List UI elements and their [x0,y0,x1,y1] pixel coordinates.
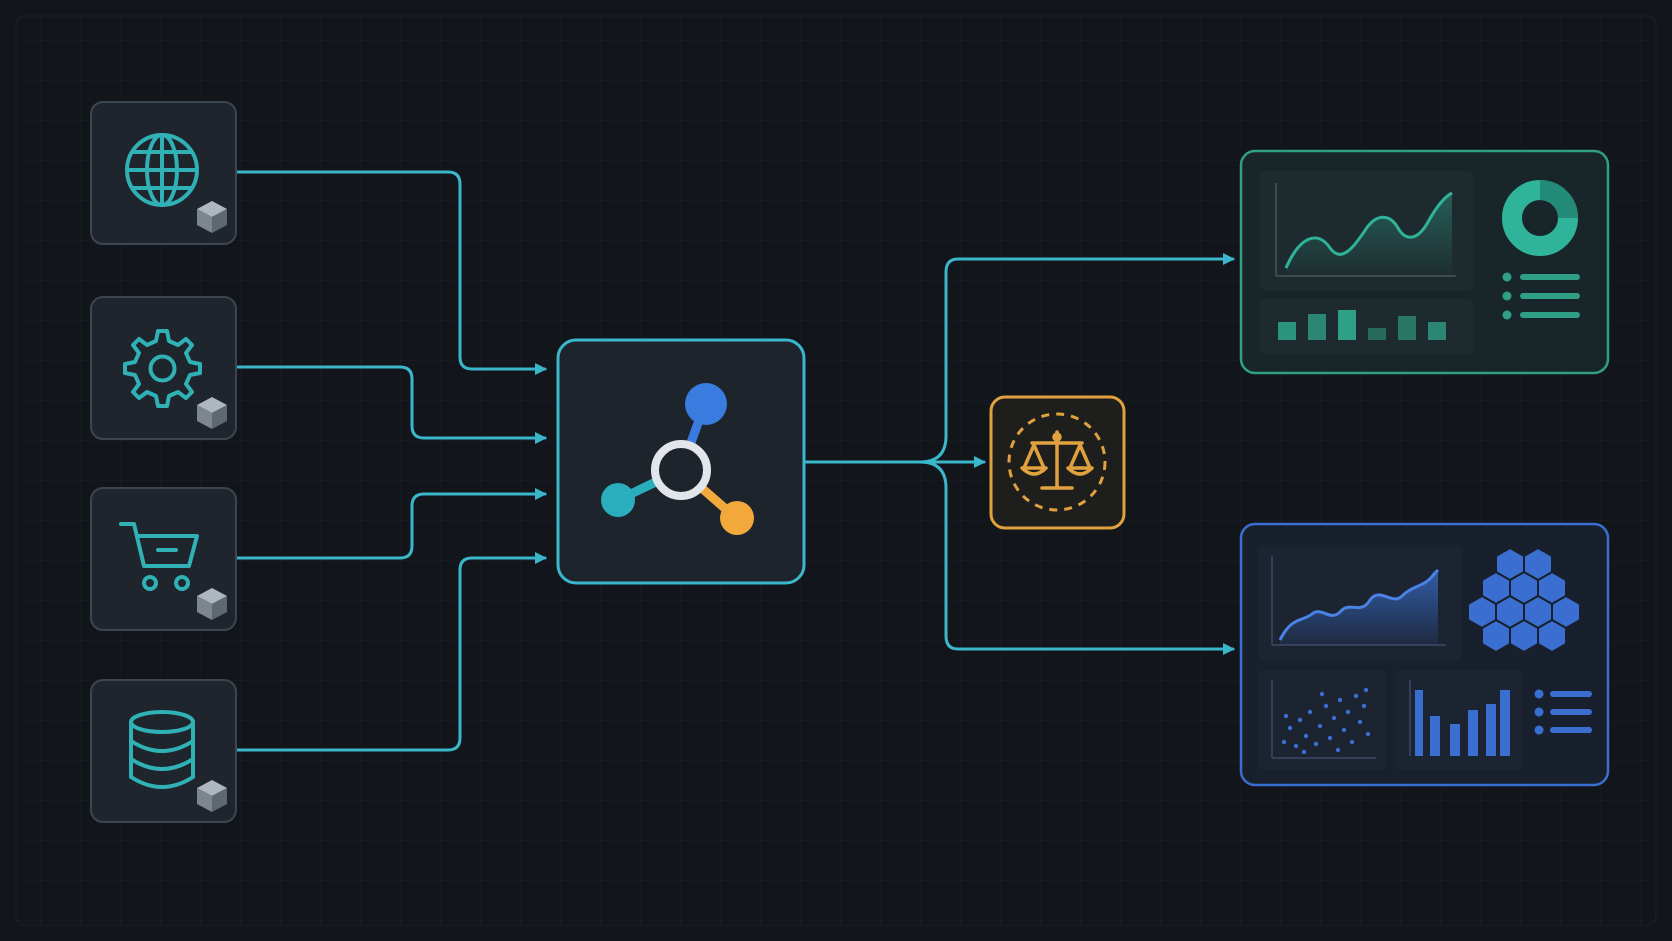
source-box-database[interactable] [90,679,237,823]
bar-chart-panel [1260,299,1474,354]
connector-cart-to-hub [234,488,547,560]
connector-hub-to-green-dashboard [804,253,1235,464]
source-box-cart[interactable] [90,487,237,631]
source-box-frame [90,296,237,440]
source-box-gear[interactable] [90,296,237,440]
legend-list-icon [1534,689,1592,735]
cube-icon [197,588,227,620]
policy-gate-node[interactable] [989,395,1126,530]
donut-chart-icon [1502,180,1578,256]
connectors [234,170,1235,752]
globe-icon [125,133,199,207]
column-chart-icon [1409,680,1510,756]
cube-icon [197,397,227,429]
analytics-dashboard-blue[interactable] [1239,522,1610,787]
connector-hub-to-blue-dashboard [804,460,1235,655]
bar-chart-icon [1278,310,1446,340]
hub-node[interactable] [556,338,806,585]
honeycomb-icon [1467,546,1581,654]
source-box-globe[interactable] [90,101,237,245]
database-icon [129,710,195,789]
cart-icon [119,522,199,591]
connector-gear-to-hub [234,365,547,444]
scatter-plot-icon [1271,680,1376,759]
connector-database-to-hub [234,552,547,752]
connector-globe-to-hub [234,170,547,375]
cube-icon [197,780,227,812]
legend-list-icon [1502,272,1580,320]
area-chart-icon [1271,556,1446,646]
scatter-plot-panel [1258,670,1386,770]
analytics-dashboard-green[interactable] [1239,149,1610,375]
line-chart-icon [1275,183,1456,277]
cube-icon [197,201,227,233]
network-hub-icon [601,383,754,535]
gear-icon [123,329,202,408]
scales-icon [1020,430,1094,490]
gate-dashed-ring [1007,412,1107,512]
